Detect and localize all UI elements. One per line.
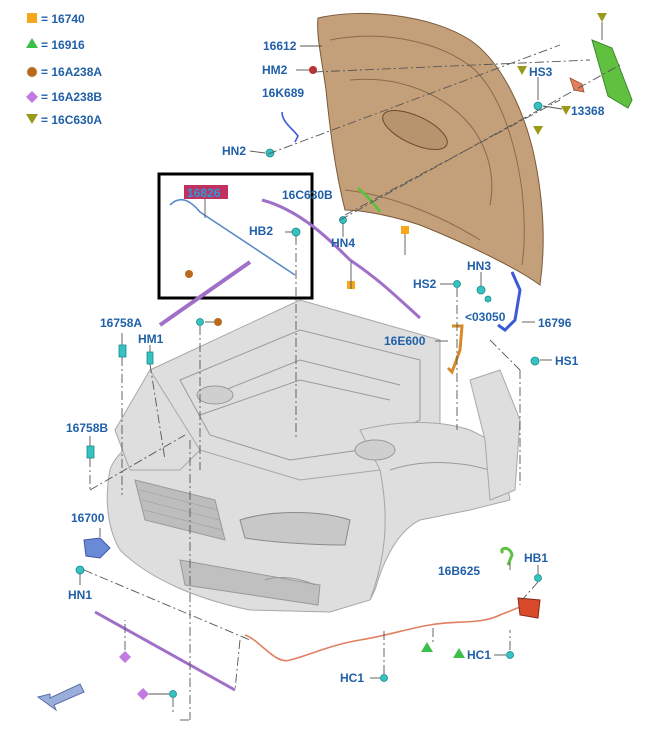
legend-item-16a238b: = 16A238B [41,90,102,104]
callout-16k689: 16K689 [262,86,304,100]
callout-hb1: HB1 [524,551,548,565]
callout-16758b: 16758B [66,421,108,435]
legend-diamond-icon [26,91,38,103]
triangle-up-marker-icon [453,648,465,658]
triangle-up-marker-icon [421,642,433,652]
callout-16826: 16826 [187,186,221,200]
diamond-marker-icon [137,688,149,700]
purple-seal-left [158,260,252,327]
legend-item-16a238a: = 16A238A [41,65,102,79]
legend-triangle-up-icon [26,38,38,48]
legend-item-16740: = 16740 [41,12,85,26]
circle-marker-icon [185,270,193,278]
highlight-box [157,172,314,300]
callout-hc1-right: HC1 [467,648,491,662]
callout-hn1: HN1 [68,588,92,602]
purple-seal-upper [261,198,422,320]
callout-hn2: HN2 [222,144,246,158]
hood-strut-small [281,111,299,143]
bracket-13368-part [569,77,585,93]
circle-marker-icon [214,318,222,326]
callout-hb2: HB2 [249,224,273,238]
callout-13368: 13368 [571,104,605,118]
callout-hs3: HS3 [529,65,553,79]
hood-hinge-right [497,271,522,332]
callout-hn3: HN3 [467,259,491,273]
hood-lock-part [446,324,464,375]
hood-release-cable [244,604,526,662]
front-direction-arrow-icon [36,683,85,712]
legend: = 16740 = 16916 = 16A238A = 16A238B = 16… [26,12,102,127]
hm2-bumper-part [309,66,317,74]
callout-16c630b: 16C630B [282,188,333,202]
hood-latch-part [517,597,541,619]
callout-16612: 16612 [263,39,297,53]
purple-seal-bottom [94,610,236,692]
callout-16e600: 16E600 [384,334,426,348]
highlight-label-bg [184,185,228,199]
front-latch-bracket [83,537,111,559]
clips [75,101,543,698]
callout-hc1-bottom: HC1 [340,671,364,685]
callout-16700: 16700 [71,511,105,525]
callout-hm2: HM2 [262,63,288,77]
triangle-down-marker-icon [517,66,527,75]
callout-hn4: HN4 [331,236,355,250]
callout-03050: <03050 [465,310,506,324]
triangle-down-marker-icon [533,126,543,135]
bumper-16b625-part [500,546,514,566]
triangle-down-marker-icon [597,13,607,22]
callout-hs2: HS2 [413,277,437,291]
hood-prop-rod [169,198,296,276]
diamond-marker-icon [119,651,131,663]
hood-panel [317,12,544,286]
green-seal-part [591,39,633,109]
legend-square-icon [27,13,37,23]
legend-item-16916: = 16916 [41,38,85,52]
car-front-body [106,299,521,613]
seal-16c630b-part [357,186,382,213]
callout-16758a: 16758A [100,316,142,330]
square-marker-icon [401,226,409,234]
legend-triangle-down-icon [26,114,38,124]
callout-hs1: HS1 [555,354,579,368]
callout-16b625: 16B625 [438,564,480,578]
leader-lines [79,44,621,721]
callout-hm1: HM1 [138,332,164,346]
triangle-down-marker-icon [561,106,571,115]
legend-item-16c630a: = 16C630A [41,113,102,127]
legend-circle-icon [27,67,37,77]
callout-16796: 16796 [538,316,572,330]
